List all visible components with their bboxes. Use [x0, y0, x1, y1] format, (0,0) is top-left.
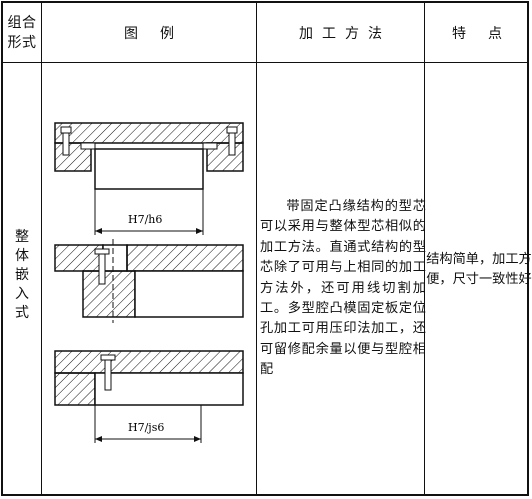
header-features-label: 特点 [452, 25, 524, 42]
form-char: 入 [15, 286, 29, 302]
fit-label-h7-js6: H7/js6 [128, 421, 164, 434]
form-char: 嵌 [15, 267, 29, 283]
press-fit-core-figure [54, 350, 244, 443]
column-divider [41, 3, 42, 494]
header-figure: 图例 [42, 3, 256, 62]
header-combination-line1: 组合 [7, 14, 37, 31]
header-combination-line2: 形式 [7, 34, 37, 51]
through-core-figure [54, 239, 244, 323]
header-divider [3, 62, 527, 63]
column-divider [424, 3, 425, 494]
combination-form-cell: 整 体 嵌 入 式 [3, 228, 41, 323]
fit-label-h7-h6: H7/h6 [128, 213, 162, 226]
header-combination-form: 组合 形式 [3, 3, 41, 62]
header-method-label: 加工方法 [299, 25, 391, 42]
flanged-core-figure [54, 122, 244, 235]
header-method: 加工方法 [257, 3, 424, 62]
header-figure-label: 图例 [124, 25, 196, 42]
method-text: 带固定凸缘结构的型芯可以采用与整体型芯相似的加工方法。直通式结构的型芯除了可用与… [260, 199, 426, 378]
header-features: 特点 [425, 3, 529, 62]
features-text: 结构简单，加工方便，尺寸一致性好 [426, 252, 532, 288]
column-divider [256, 3, 257, 494]
features-cell: 结构简单，加工方便，尺寸一致性好 [425, 250, 532, 291]
figure-drawings: H7/h6 H7/js6 [54, 122, 244, 443]
form-char: 式 [15, 305, 29, 321]
form-char: 整 [15, 229, 29, 245]
form-char: 体 [15, 248, 29, 264]
method-cell: 带固定凸缘结构的型芯可以采用与整体型芯相似的加工方法。直通式结构的型芯除了可用与… [260, 197, 426, 381]
